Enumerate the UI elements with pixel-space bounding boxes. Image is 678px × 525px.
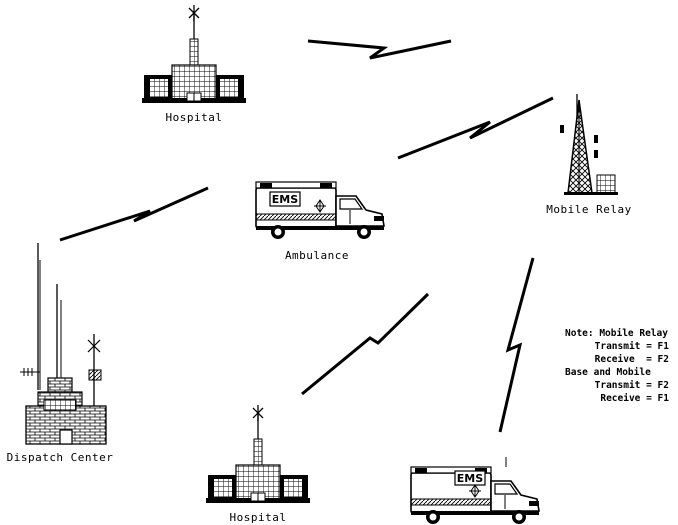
ambulance-label: Ambulance: [285, 249, 349, 262]
link-ambulance-relay: [397, 96, 554, 160]
mobile-relay-label: Mobile Relay: [546, 203, 631, 216]
link-dispatch-ambulance: [59, 186, 209, 242]
note-line-4: Base and Mobile: [565, 367, 651, 378]
hospital-bottom-icon: [205, 404, 311, 504]
note-line-6: Receive = F1: [600, 393, 669, 404]
hospital-bottom-label: Hospital: [230, 511, 287, 524]
radio-link-icon: [59, 39, 554, 433]
link-hospital-relay: [307, 39, 452, 60]
link-relay-ambulance2: [498, 257, 535, 433]
ambulance-bottom-icon: EMS: [410, 457, 540, 525]
ambulance-side-text: EMS: [272, 193, 298, 206]
relay-tower-icon: [560, 94, 618, 195]
note-line-3: Receive = F2: [595, 354, 669, 365]
note-line-2: Transmit = F1: [595, 341, 670, 352]
ambulance-bottom-side-text: EMS: [457, 472, 483, 485]
frequency-note: Note: Mobile Relay Transmit = F1 Receive…: [565, 328, 669, 404]
dispatch-center-icon: [20, 243, 107, 445]
note-line-1: Note: Mobile Relay: [565, 328, 668, 339]
note-line-5: Transmit = F2: [595, 380, 669, 391]
ambulance-icon: EMS: [255, 181, 385, 240]
link-dispatch-hospital: [301, 292, 430, 396]
hospital-top-icon: [141, 4, 247, 104]
dispatch-center-label: Dispatch Center: [7, 451, 114, 464]
hospital-top-label: Hospital: [166, 111, 223, 124]
